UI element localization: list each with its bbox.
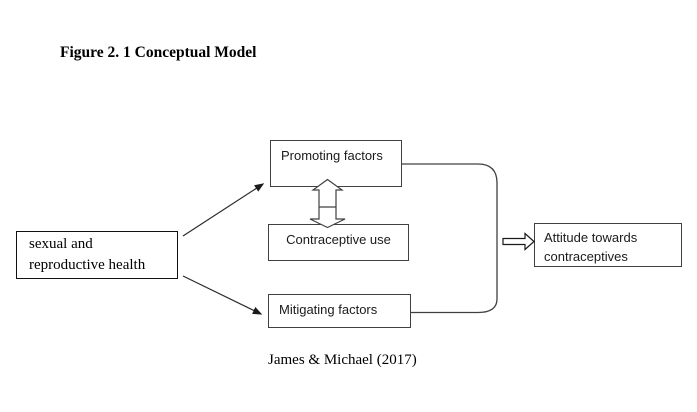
node-promoting-factors: Promoting factors (270, 140, 402, 187)
block-arrow-to-attitude-icon (502, 232, 535, 251)
node-label: Contraceptive use (286, 232, 391, 247)
node-sexual-reproductive-health: sexual and reproductive health (16, 231, 178, 279)
node-contraceptive-use: Contraceptive use (268, 224, 409, 261)
node-label-line: sexual and (29, 236, 93, 252)
figure-caption: James & Michael (2017) (268, 352, 417, 368)
node-mitigating-factors: Mitigating factors (268, 294, 411, 328)
figure-title: Figure 2. 1 Conceptual Model (60, 44, 257, 61)
node-label: Promoting factors (281, 148, 383, 163)
node-label-line: reproductive health (29, 257, 146, 273)
bracket-connector (402, 163, 498, 314)
arrow-srh-to-mitigating-icon (182, 275, 263, 315)
node-label-line: contraceptives (544, 249, 628, 264)
node-attitude-towards-contraceptives: Attitude towards contraceptives (534, 223, 682, 267)
node-label: Mitigating factors (279, 302, 378, 317)
arrow-srh-to-promoting-icon (182, 183, 265, 237)
node-label-line: Attitude towards (544, 230, 638, 245)
